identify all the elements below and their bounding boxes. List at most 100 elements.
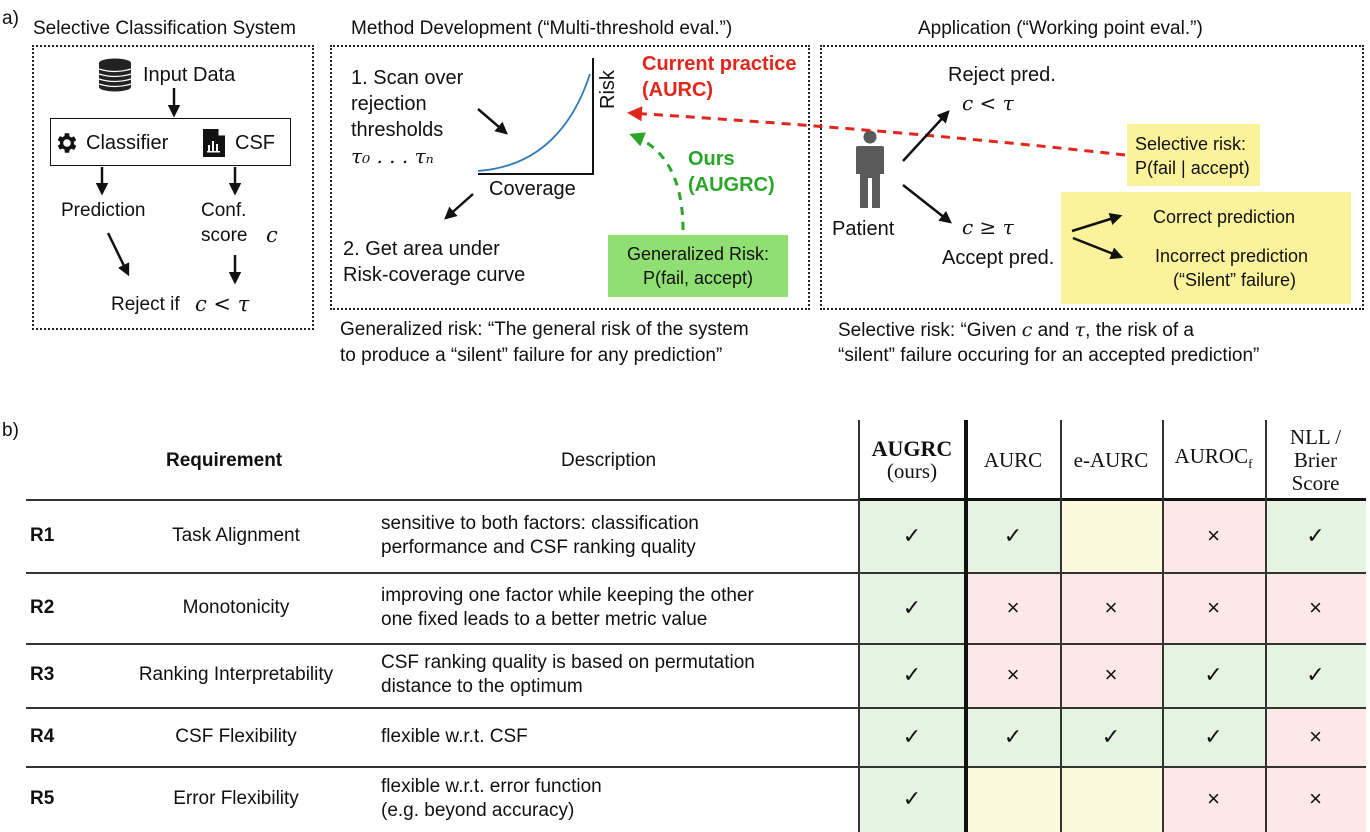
panel-b-label: b) xyxy=(2,420,19,441)
header-requirement: Requirement xyxy=(166,450,283,471)
document-chart-icon xyxy=(203,129,225,157)
requirement-id: R1 xyxy=(30,525,55,546)
requirement-name: Monotonicity xyxy=(182,596,290,618)
ours-line1: Ours xyxy=(688,148,735,170)
conf-score-line2: score xyxy=(201,225,248,246)
check-mark-cell: ✓ xyxy=(966,707,1060,766)
current-practice-line2: (AURC) xyxy=(642,79,714,101)
step1-line3: thresholds xyxy=(351,119,444,141)
cross-mark-cell: × xyxy=(1060,643,1162,707)
reject-if-label: Reject if xyxy=(111,294,180,315)
requirement-id: R2 xyxy=(30,596,55,618)
prediction-label: Prediction xyxy=(61,200,146,221)
description-line: (e.g. beyond accuracy) xyxy=(381,800,575,821)
input-data-label: Input Data xyxy=(143,64,236,86)
check-mark-cell: ✓ xyxy=(1162,707,1265,766)
csf-label: CSF xyxy=(235,132,275,154)
table-column-divider xyxy=(964,420,968,832)
metric-header-line1: NLL / xyxy=(1289,424,1342,449)
arrow-prediction-to-reject xyxy=(106,232,130,277)
description-line: improving one factor while keeping the o… xyxy=(381,584,754,606)
table-column-divider xyxy=(1162,420,1164,832)
accept-pred-label: Accept pred. xyxy=(942,247,1055,269)
accepted-outcomes-box xyxy=(1061,192,1351,304)
system-box xyxy=(32,45,314,330)
reject-if-expr: c < τ xyxy=(195,292,250,316)
check-mark-cell: ✓ xyxy=(966,500,1060,572)
requirement-name: Ranking Interpretability xyxy=(138,664,334,685)
description-line: performance and CSF ranking quality xyxy=(381,537,696,558)
requirement-description: CSF ranking quality is based on permutat… xyxy=(381,643,755,707)
gear-icon xyxy=(57,133,77,153)
metric-header-2: e-AURC xyxy=(1060,420,1162,500)
cross-mark-cell: × xyxy=(1162,572,1265,643)
requirement-description: sensitive to both factors: classificatio… xyxy=(381,500,699,572)
conf-score-symbol: c xyxy=(266,223,278,247)
step1-line2: rejection xyxy=(351,93,427,115)
check-mark-cell: ✓ xyxy=(858,707,966,766)
cross-mark-cell: × xyxy=(1265,572,1366,643)
metric-header-line3: Score xyxy=(1291,470,1340,495)
panel-a-label: a) xyxy=(2,8,19,29)
metric-header-line1: AUGRC xyxy=(871,436,953,461)
selective-risk-line1: Selective risk: xyxy=(1135,134,1247,154)
generalized-risk-box: Generalized Risk: P(fail, accept) xyxy=(608,235,788,297)
requirement-description: flexible w.r.t. CSF xyxy=(381,707,528,766)
ours-line2: (AUGRC) xyxy=(688,174,775,196)
cross-mark-cell: × xyxy=(966,572,1060,643)
metric-header-line1: AUROCf xyxy=(1174,443,1253,472)
check-mark-cell: ✓ xyxy=(1265,643,1366,707)
conf-score-line1: Conf. xyxy=(201,200,247,221)
selective-risk-box: Selective risk: P(fail | accept) xyxy=(1127,124,1260,186)
table-column-divider xyxy=(858,420,860,832)
accept-pred-expr: c ≥ τ xyxy=(962,215,1014,239)
method-title: Method Development (“Multi-threshold eva… xyxy=(351,18,733,39)
arrow-to-incorrect xyxy=(1072,236,1124,260)
check-mark-cell: ✓ xyxy=(858,500,966,572)
description-line: flexible w.r.t. CSF xyxy=(381,725,528,747)
method-box xyxy=(330,45,810,310)
arrow-scan-to-curve xyxy=(477,108,508,135)
check-mark-cell: ✓ xyxy=(1060,707,1162,766)
arrow-to-accept xyxy=(902,184,952,224)
selective-caption-line1: Selective risk: “Given c and τ, the risk… xyxy=(838,319,1194,342)
generalized-risk-line1: Generalized Risk: xyxy=(626,244,770,264)
risk-coverage-curve xyxy=(477,73,591,172)
generalized-caption-line2: to produce a “silent” failure for any pr… xyxy=(340,345,723,366)
metric-header-line1: AURC xyxy=(983,447,1043,472)
header-description: Description xyxy=(561,450,657,471)
caption-text: and xyxy=(1032,320,1075,341)
check-mark-cell: ✓ xyxy=(1265,500,1366,572)
check-mark-cell: ✓ xyxy=(858,643,966,707)
requirement-description: flexible w.r.t. error function(e.g. beyo… xyxy=(381,766,602,832)
cross-mark-cell: × xyxy=(1265,707,1366,766)
caption-c-symbol: c xyxy=(1021,319,1033,341)
partial-cell xyxy=(1060,500,1162,572)
metric-header-subscript: f xyxy=(1248,456,1253,472)
cross-mark-cell: × xyxy=(1162,500,1265,572)
system-title: Selective Classification System xyxy=(33,18,296,39)
check-mark-cell: ✓ xyxy=(858,572,966,643)
cross-mark-cell: × xyxy=(966,643,1060,707)
metric-header-3: AUROCf xyxy=(1162,420,1265,500)
reject-pred-expr: c < τ xyxy=(962,91,1014,115)
patient-label: Patient xyxy=(832,218,895,240)
caption-text: , the risk of a xyxy=(1085,320,1194,341)
metric-header-line2: (ours) xyxy=(886,459,938,483)
requirement-id: R5 xyxy=(30,788,55,809)
classifier-csf-box xyxy=(50,118,291,166)
patient-icon xyxy=(856,130,884,208)
cross-mark-cell: × xyxy=(1265,766,1366,832)
current-practice-arrow xyxy=(627,106,1126,157)
partial-cell xyxy=(966,766,1060,832)
coverage-axis-label: Coverage xyxy=(489,178,576,200)
step2-line1: 2. Get area under xyxy=(343,238,500,260)
check-mark-cell: ✓ xyxy=(1162,643,1265,707)
table-divider xyxy=(26,499,858,501)
description-line: sensitive to both factors: classificatio… xyxy=(381,513,699,534)
application-box xyxy=(820,45,1364,310)
reject-pred-label: Reject pred. xyxy=(948,64,1056,86)
requirement-description: improving one factor while keeping the o… xyxy=(381,572,754,643)
requirement-name: Error Flexibility xyxy=(173,788,299,809)
table-column-divider xyxy=(1060,420,1062,832)
